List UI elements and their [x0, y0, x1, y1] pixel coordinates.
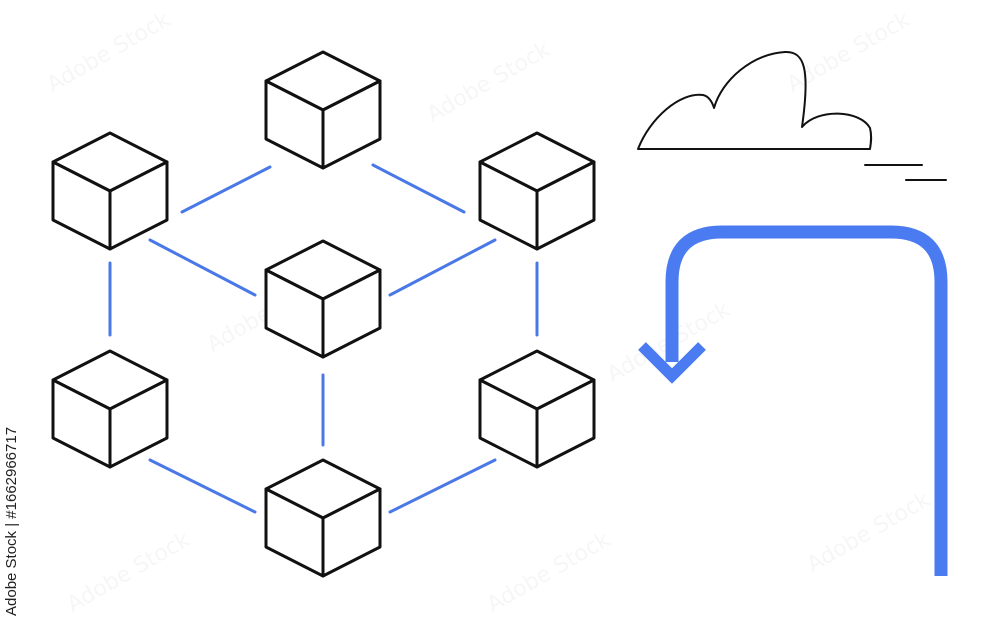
- u-turn-arrow-icon: [638, 225, 948, 576]
- connector-lines: [108, 163, 539, 514]
- cube-icon: [264, 50, 382, 170]
- cloud-icon: [637, 50, 947, 181]
- cube-icon: [264, 239, 382, 359]
- cube-icon: [478, 131, 596, 251]
- cube-icon: [478, 349, 596, 469]
- cube-icon: [51, 131, 169, 251]
- cube-icon: [51, 349, 169, 469]
- cube-icon: [264, 458, 382, 578]
- side-caption: Adobe Stock | #1662966717: [3, 426, 20, 616]
